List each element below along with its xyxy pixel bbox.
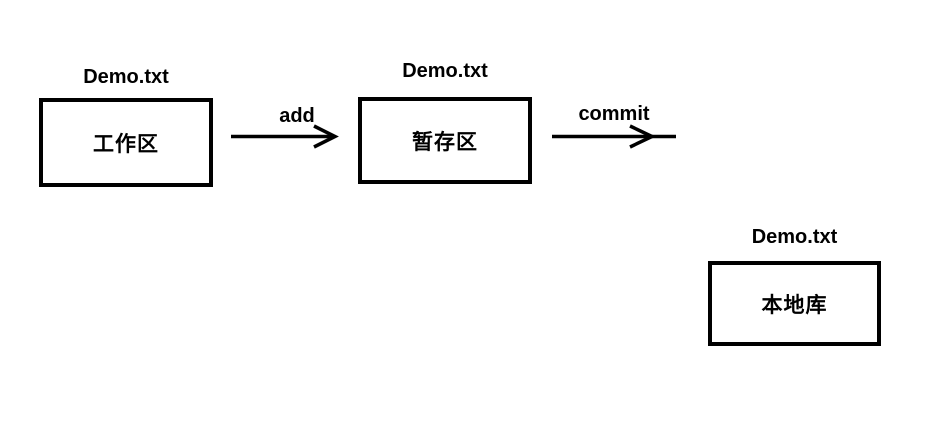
file-label-local-repo: Demo.txt [751,226,838,248]
node-staging-area-label: 暂存区 [412,130,478,154]
add-arrow-icon [231,124,339,149]
edge-add-label: add [279,105,315,127]
file-label-staging-area: Demo.txt [402,60,488,82]
node-working-area-label: 工作区 [93,132,159,156]
edge-commit-label: commit [578,103,650,125]
node-staging-area-box: 暂存区 [358,97,532,184]
node-working-area-box: 工作区 [39,98,213,187]
node-local-repo-box: 本地库 [708,261,881,346]
file-label-working-area: Demo.txt [83,66,169,88]
commit-arrow-icon [552,124,676,149]
node-local-repo-label: 本地库 [761,293,828,317]
